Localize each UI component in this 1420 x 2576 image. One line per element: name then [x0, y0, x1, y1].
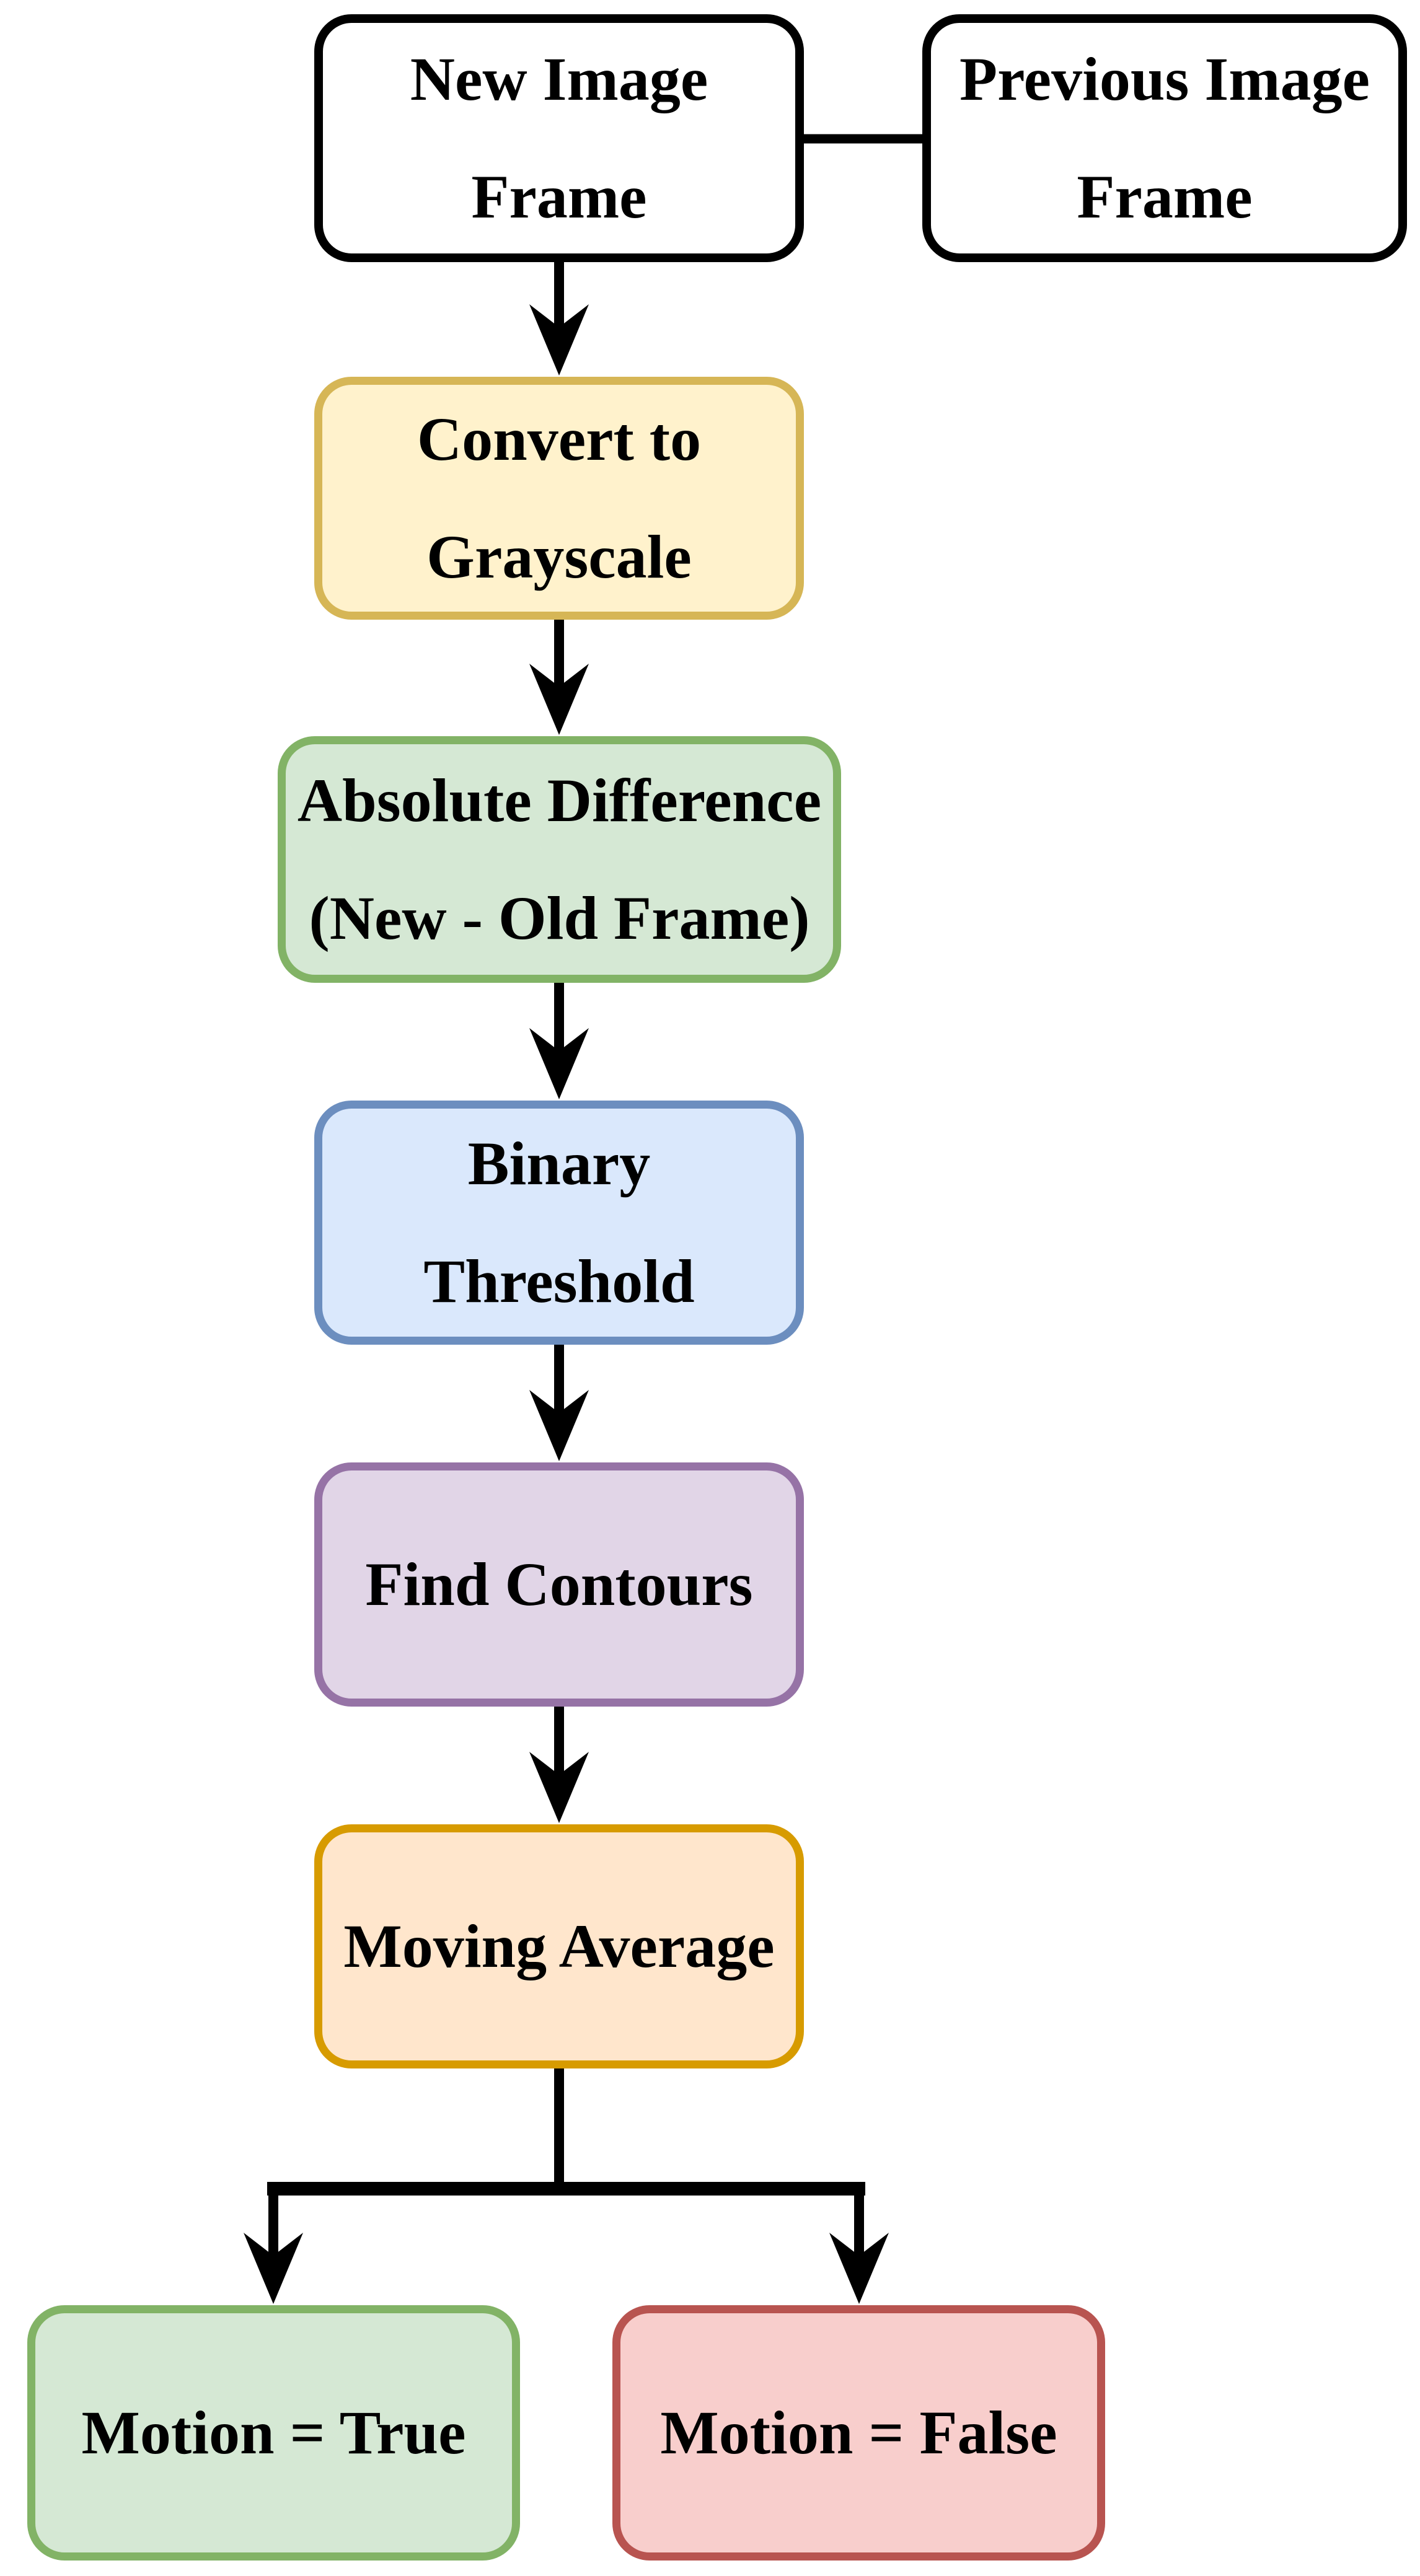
- node-find-contours-label: Find Contours: [365, 1550, 753, 1619]
- node-binary-threshold-label: Binary Threshold: [423, 1129, 695, 1316]
- node-new-image-frame-label: New Image Frame: [410, 45, 708, 231]
- arrowhead-to-motion-false: [829, 2233, 889, 2304]
- node-find-contours: Find Contours: [314, 1462, 804, 1707]
- node-convert-to-grayscale-label: Convert to Grayscale: [417, 405, 702, 591]
- node-new-image-frame: New Image Frame: [314, 14, 804, 262]
- node-binary-threshold: Binary Threshold: [314, 1101, 804, 1345]
- node-motion-true-label: Motion = True: [81, 2398, 466, 2467]
- node-motion-false: Motion = False: [612, 2305, 1105, 2561]
- node-previous-image-frame: Previous Image Frame: [922, 14, 1407, 262]
- node-previous-image-frame-label: Previous Image Frame: [959, 45, 1370, 231]
- node-moving-average-label: Moving Average: [343, 1912, 775, 1980]
- arrowhead-to-motion-true: [244, 2233, 303, 2304]
- node-absolute-difference: Absolute Difference (New - Old Frame): [278, 736, 841, 983]
- arrow-contours-to-movingavg: [529, 1707, 589, 1823]
- node-moving-average: Moving Average: [314, 1824, 804, 2068]
- node-motion-false-label: Motion = False: [660, 2398, 1057, 2467]
- arrow-absdiff-to-threshold: [529, 983, 589, 1099]
- arrow-grayscale-to-absdiff: [529, 620, 589, 735]
- arrow-newframe-to-grayscale: [529, 262, 589, 376]
- node-absolute-difference-label: Absolute Difference (New - Old Frame): [297, 766, 822, 952]
- arrow-threshold-to-contours: [529, 1345, 589, 1461]
- node-motion-true: Motion = True: [27, 2305, 520, 2561]
- branch-movingavg-split: [244, 2068, 889, 2304]
- node-convert-to-grayscale: Convert to Grayscale: [314, 377, 804, 620]
